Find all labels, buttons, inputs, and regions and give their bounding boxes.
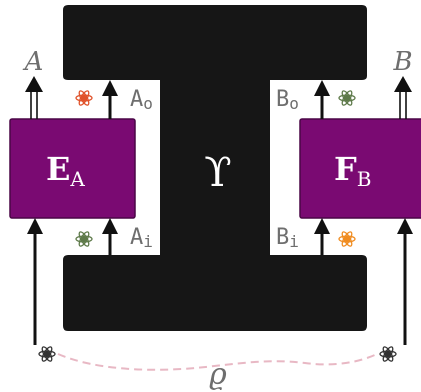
box-e-a-sub: A <box>69 167 85 191</box>
atom-icon <box>379 344 397 364</box>
box-f-b-sub: B <box>357 167 372 191</box>
port-b-in-sub: i <box>289 232 299 251</box>
output-label-b: B <box>392 47 412 77</box>
atom-icon <box>338 229 356 249</box>
box-f-b-label: FB <box>334 150 371 191</box>
box-e-a-label: EA <box>46 150 85 191</box>
port-b-out-main: B <box>276 87 289 112</box>
port-b-out-sub: o <box>289 94 299 113</box>
port-label-a-out: Ao <box>130 87 153 113</box>
atom-icon <box>38 344 56 364</box>
port-a-in-main: A <box>130 225 143 250</box>
arrow-b-in <box>314 218 330 255</box>
upsilon-symbol: ϒ <box>204 150 231 196</box>
output-arrow-a <box>25 76 43 119</box>
entanglement-link <box>57 353 378 371</box>
box-e-a-main: E <box>46 150 70 188</box>
box-f-b <box>299 118 421 219</box>
atom-icon <box>338 88 356 108</box>
port-b-in-main: B <box>276 225 289 250</box>
port-a-in-sub: i <box>143 232 153 251</box>
input-arrow-right <box>397 218 413 345</box>
upsilon-block <box>63 5 367 331</box>
arrow-a-in <box>102 218 118 255</box>
box-f-b-main: F <box>334 150 357 188</box>
port-label-a-in: Ai <box>130 225 153 251</box>
state-label: ϱ <box>209 357 227 392</box>
port-a-out-main: A <box>130 87 143 112</box>
port-a-out-sub: o <box>143 94 153 113</box>
box-e-a <box>9 118 136 219</box>
arrow-b-out <box>314 80 330 119</box>
output-arrow-b <box>394 76 412 119</box>
port-label-b-out: Bo <box>276 87 299 113</box>
arrow-a-out <box>102 80 118 119</box>
atom-icon <box>75 88 93 108</box>
output-label-a: A <box>23 47 44 77</box>
port-label-b-in: Bi <box>276 225 299 251</box>
atom-icon <box>75 229 93 249</box>
input-arrow-left <box>27 218 43 345</box>
